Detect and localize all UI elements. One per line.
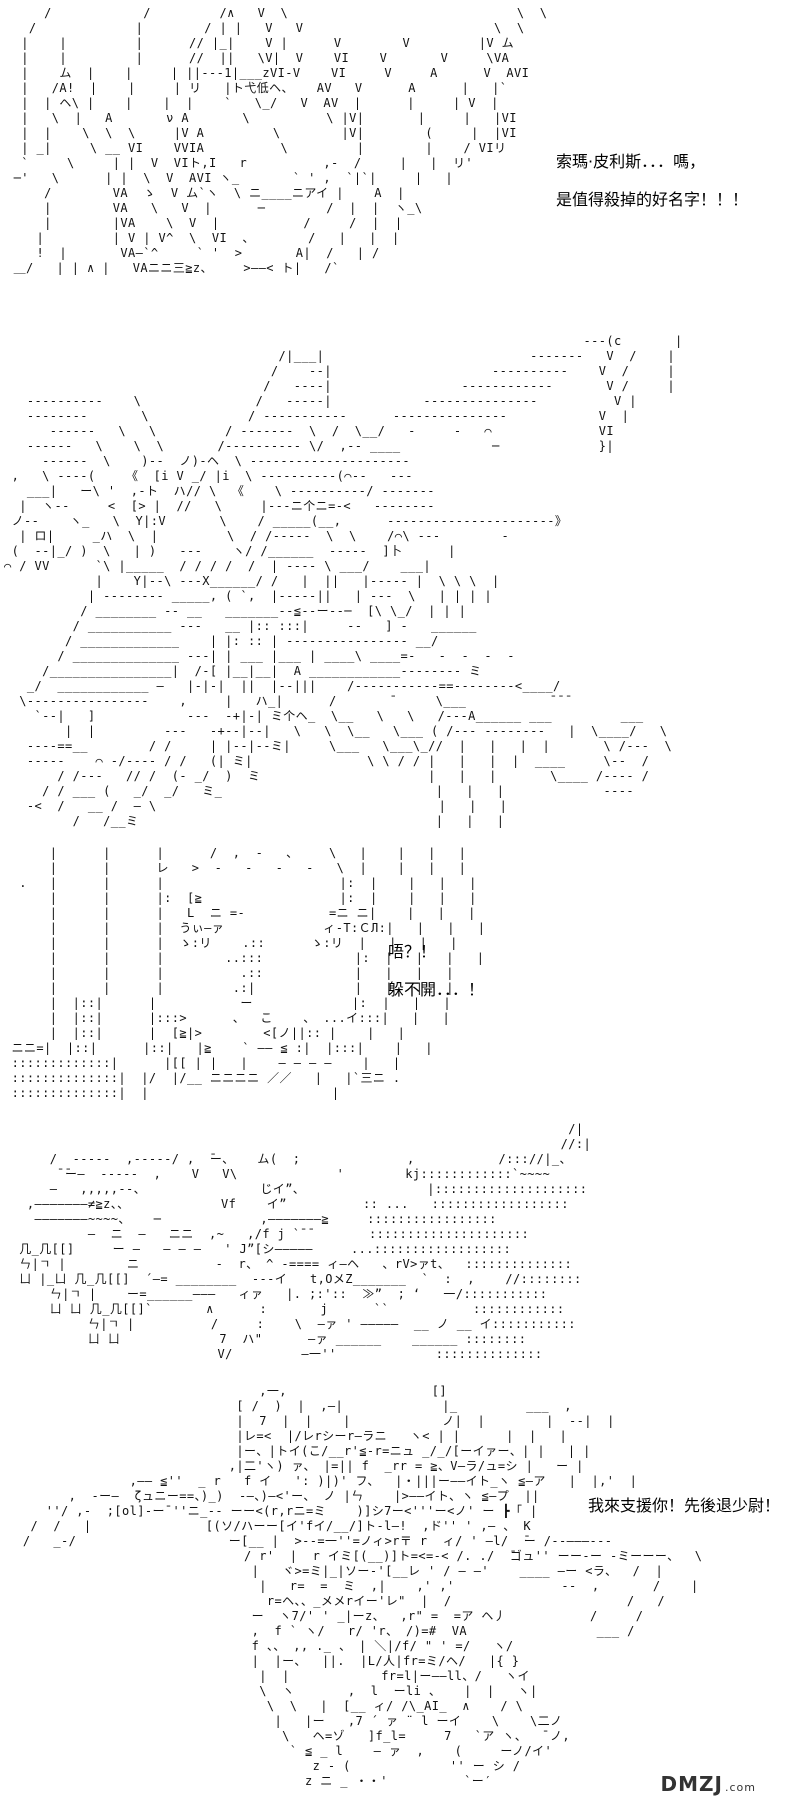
panel-3: | | | / , - 、 \ | | | | | | レ > - - - - …	[0, 842, 800, 1112]
dialogue-line: 索瑪·皮利斯．．．嗎，	[556, 152, 706, 171]
dialogue-box: 我來支援你！先後退少尉！	[588, 1494, 780, 1532]
dialogue-box: 索瑪·皮利斯．．．嗎， 是值得殺掉的好名字！！！	[556, 150, 748, 226]
panel-4: /| //:| / ----- ,-----/ , ̄ー、 ム( ; , /::…	[0, 1118, 800, 1380]
dialogue-line: 我來支援你！先後退少尉！	[588, 1496, 781, 1515]
dialogue-line: 是值得殺掉的好名字！！！	[556, 190, 749, 209]
dialogue-line: 唔？！	[388, 942, 437, 961]
dialogue-box: 唔？！ 躲不開．．．！	[388, 940, 484, 1016]
panel-2: ---(c | /|___| ------- V / | / --| -----…	[0, 330, 800, 830]
panel-5: ,一, [] [ / ) | ,―| |_ ___ , | 7 | | | ノ|…	[0, 1384, 800, 1810]
dialogue-line: 躲不開．．．！	[388, 980, 485, 999]
ascii-art-portrait: / / /∧ V \ \ \ / | / | | V V \ \ | | | /…	[13, 6, 548, 275]
ascii-art-mecha-battle: ---(c | /|___| ------- V / | / --| -----…	[4, 334, 683, 828]
ascii-art-explosion: /| //:| / ----- ,-----/ , ̄ー、 ム( ; , /::…	[19, 1122, 592, 1361]
ascii-art-mecha-support: ,一, [] [ / ) | ,―| |_ ___ , | 7 | | | ノ|…	[22, 1384, 703, 1788]
watermark-suffix: .com	[725, 1781, 756, 1794]
watermark-logo-text: DMZJ	[660, 1772, 723, 1796]
watermark-logo: DMZJ.com	[661, 1772, 756, 1796]
ascii-art-face-closeup: | | | / , - 、 \ | | | | | | レ > - - - - …	[11, 846, 486, 1100]
panel-1: / / /∧ V \ \ \ / | / | | V V \ \ | | | /…	[0, 0, 800, 290]
